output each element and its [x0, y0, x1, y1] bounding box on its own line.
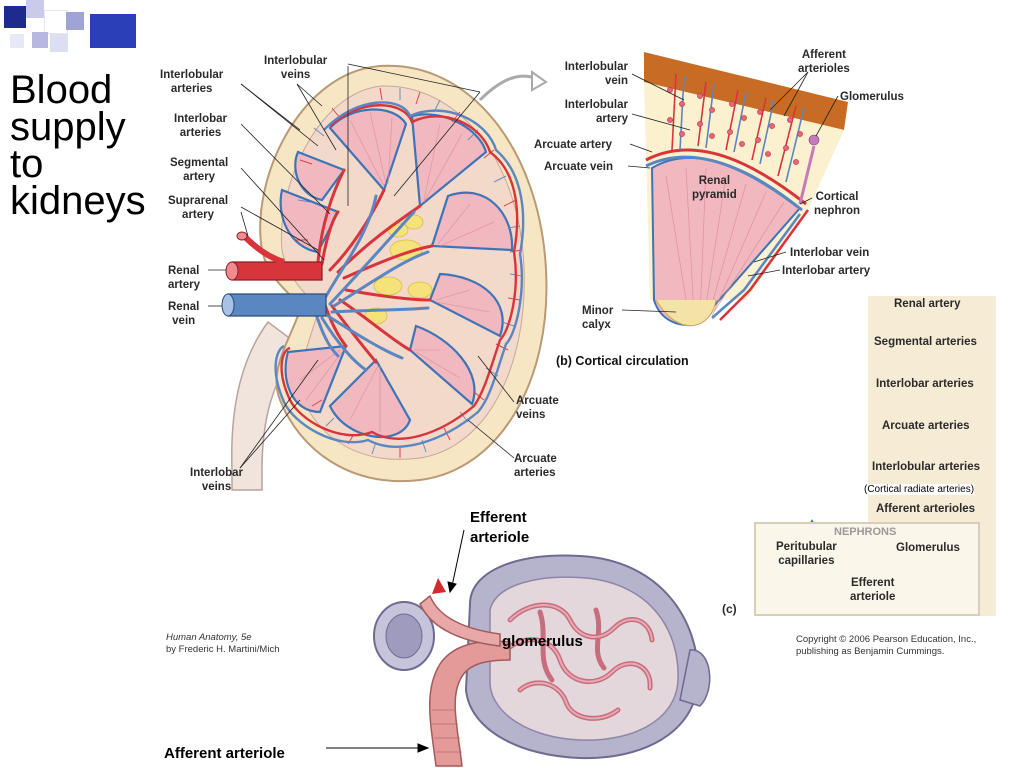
label-cortical-nephron: Cortical nephron: [814, 191, 860, 217]
slide-title: Blood supply to kidneys: [10, 68, 146, 223]
flow-step-arcuate-arteries: Arcuate arteries: [882, 420, 970, 432]
title-line-1: Blood: [10, 68, 113, 112]
label-interlobar-vein: Interlobar vein: [790, 247, 870, 259]
title-line-2: supply: [10, 105, 126, 149]
label-renal-pyramid: Renal pyramid: [692, 175, 737, 201]
flow-step-peritubular-capillaries: Peritubular capillaries: [776, 541, 837, 567]
label-segmental-artery: Segmental artery: [170, 157, 229, 183]
label-interlobar-arteries: Interlobar arteries: [174, 113, 228, 139]
flow-step-glomerulus: Glomerulus: [896, 542, 960, 554]
kidney-illustration: [208, 63, 548, 491]
glomerulus-illustration: [326, 529, 711, 767]
flow-step-renal-artery: Renal artery: [894, 298, 961, 310]
label-arcuate-veins: Arcuate veins: [516, 395, 559, 421]
label-interlobar-veins: Interlobar veins: [190, 467, 244, 493]
caption-cortical-circulation: (b) Cortical circulation: [556, 354, 689, 368]
glomeruli-dots: [667, 87, 820, 165]
label-arcuate-arteries: Arcuate arteries: [514, 453, 557, 479]
label-interlobular-vein: Interlobular vein: [564, 61, 628, 87]
flow-step-segmental-arteries: Segmental arteries: [874, 336, 977, 348]
label-interlobular-veins: Interlobular veins: [264, 55, 328, 81]
flow-step-interlobar-arteries: Interlobar arteries: [876, 378, 974, 390]
title-line-4: kidneys: [10, 179, 146, 223]
panel-label-c: (c): [722, 602, 737, 616]
label-glomerulus-b: Glomerulus: [840, 91, 904, 103]
credit-copyright: Copyright © 2006 Pearson Education, Inc.…: [796, 634, 977, 657]
label-arcuate-artery: Arcuate artery: [534, 139, 612, 151]
title-line-3: to: [10, 142, 44, 186]
cortical-illustration: [621, 52, 848, 327]
label-afferent-arterioles: Afferent arterioles: [798, 49, 850, 75]
label-arcuate-vein: Arcuate vein: [544, 161, 614, 173]
credit-book: Human Anatomy, 5e by Frederic H. Martini…: [166, 632, 280, 655]
flow-nephrons-label: NEPHRONS: [834, 526, 897, 538]
flow-note-cortical-radiate: (Cortical radiate arteries): [864, 484, 975, 495]
label-renal-vein: Renal vein: [168, 301, 200, 327]
label-minor-calyx: Minor calyx: [582, 305, 614, 331]
label-afferent-arteriole: Afferent arteriole: [164, 745, 285, 762]
label-interlobar-artery: Interlobar artery: [782, 265, 871, 277]
label-renal-artery: Renal artery: [168, 265, 200, 291]
flow-step-interlobular-arteries: Interlobular arteries: [872, 461, 981, 473]
nephrons-box: [754, 522, 980, 616]
flow-step-efferent-arteriole: Efferent arteriole: [850, 577, 896, 603]
label-interlobular-arteries: Interlobular arteries: [160, 69, 224, 95]
label-interlobular-artery: Interlobular artery: [564, 99, 628, 125]
flow-step-afferent-arterioles: Afferent arterioles: [876, 503, 976, 515]
label-glomerulus: glomerulus: [502, 633, 583, 650]
label-efferent-arteriole: Efferent arteriole: [470, 509, 530, 546]
label-suprarenal-artery: Suprarenal artery: [168, 195, 229, 221]
